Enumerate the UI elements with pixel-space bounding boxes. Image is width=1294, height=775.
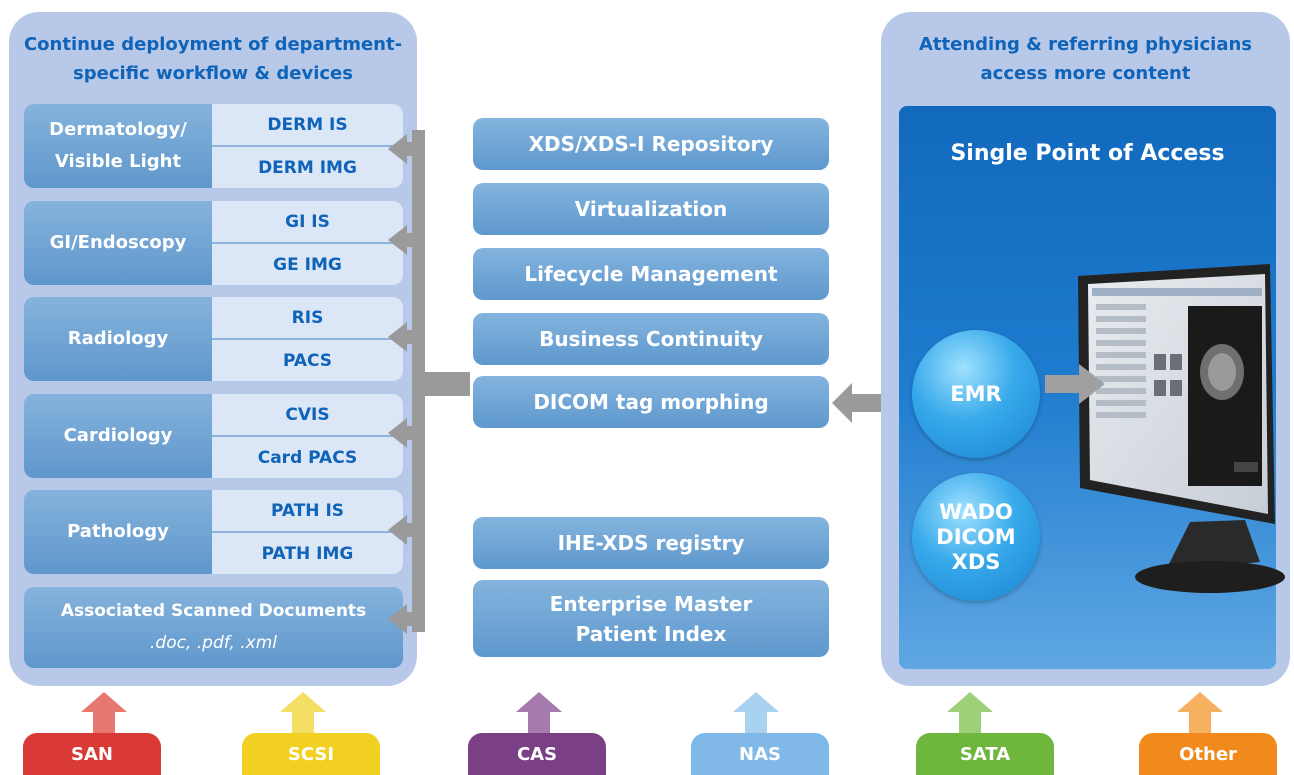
storage-san: SAN [23, 733, 161, 775]
virtualization: Virtualization [473, 183, 829, 235]
system-cvis: CVIS [212, 394, 403, 437]
system-derm-is: DERM IS [212, 104, 403, 147]
monitor-icon [1078, 264, 1285, 593]
storage-cas: CAS [468, 733, 606, 775]
emr-circle: EMR [912, 330, 1040, 458]
lifecycle-management: Lifecycle Management [473, 248, 829, 300]
dept-cardiology: Cardiology CVIS Card PACS [24, 394, 403, 478]
system-pacs: PACS [212, 340, 403, 381]
business-continuity: Business Continuity [473, 313, 829, 365]
dept-name: Dermatology/ Visible Light [49, 119, 187, 172]
wado-dicom-xds-circle: WADO DICOM XDS [912, 473, 1040, 601]
system-ge-img: GE IMG [212, 244, 403, 285]
arrow-left-icon [388, 515, 425, 545]
dept-name: Cardiology [63, 425, 173, 446]
system-derm-img: DERM IMG [212, 147, 403, 188]
department-panel-title: Continue deployment of department- speci… [23, 34, 403, 84]
dept-name: Radiology [67, 328, 169, 349]
ihe-xds-registry: IHE-XDS registry [473, 517, 829, 569]
storage-scsi: SCSI [242, 733, 380, 775]
enterprise-master-patient-index: Enterprise Master Patient Index [473, 580, 829, 657]
arrow-up-icon [1177, 692, 1223, 734]
storage-other: Other [1139, 733, 1277, 775]
arrow-up-icon [516, 692, 562, 734]
system-path-img: PATH IMG [212, 533, 403, 574]
system-card-pacs: Card PACS [212, 437, 403, 478]
dept-gi-endoscopy: GI/Endoscopy GI IS GE IMG [24, 201, 403, 285]
arrow-left-icon [388, 418, 425, 448]
arrow-left-icon [388, 225, 425, 255]
scanned-documents-title: Associated Scanned Documents [60, 601, 367, 621]
arrow-left-icon [388, 322, 425, 352]
dept-radiology: Radiology RIS PACS [24, 297, 403, 381]
dept-pathology: Pathology PATH IS PATH IMG [24, 490, 403, 574]
scanned-documents: Associated Scanned Documents .doc, .pdf,… [24, 587, 403, 668]
arrow-up-icon [947, 692, 993, 734]
system-gi-is: GI IS [212, 201, 403, 244]
physician-panel-title: Attending & referring physicians access … [919, 34, 1252, 84]
scanned-documents-formats: .doc, .pdf, .xml [150, 633, 277, 653]
dicom-tag-morphing: DICOM tag morphing [473, 376, 829, 428]
arrow-left-icon [388, 134, 425, 164]
storage-up-arrows [81, 692, 1223, 734]
storage-nas: NAS [691, 733, 829, 775]
arrow-right-icon [1045, 364, 1105, 404]
dept-dermatology: Dermatology/ Visible Light DERM IS DERM … [24, 104, 403, 188]
storage-sata: SATA [916, 733, 1054, 775]
dept-name: GI/Endoscopy [49, 232, 187, 253]
xds-repository: XDS/XDS-I Repository [473, 118, 829, 170]
single-point-of-access-title: Single Point of Access [950, 141, 1225, 166]
system-ris: RIS [212, 297, 403, 340]
system-path-is: PATH IS [212, 490, 403, 533]
arrow-up-icon [81, 692, 127, 734]
arrow-up-icon [733, 692, 779, 734]
distribution-arrows [388, 130, 470, 634]
arrow-left-icon [388, 604, 425, 634]
arrow-up-icon [280, 692, 326, 734]
dept-name: Pathology [67, 521, 169, 542]
